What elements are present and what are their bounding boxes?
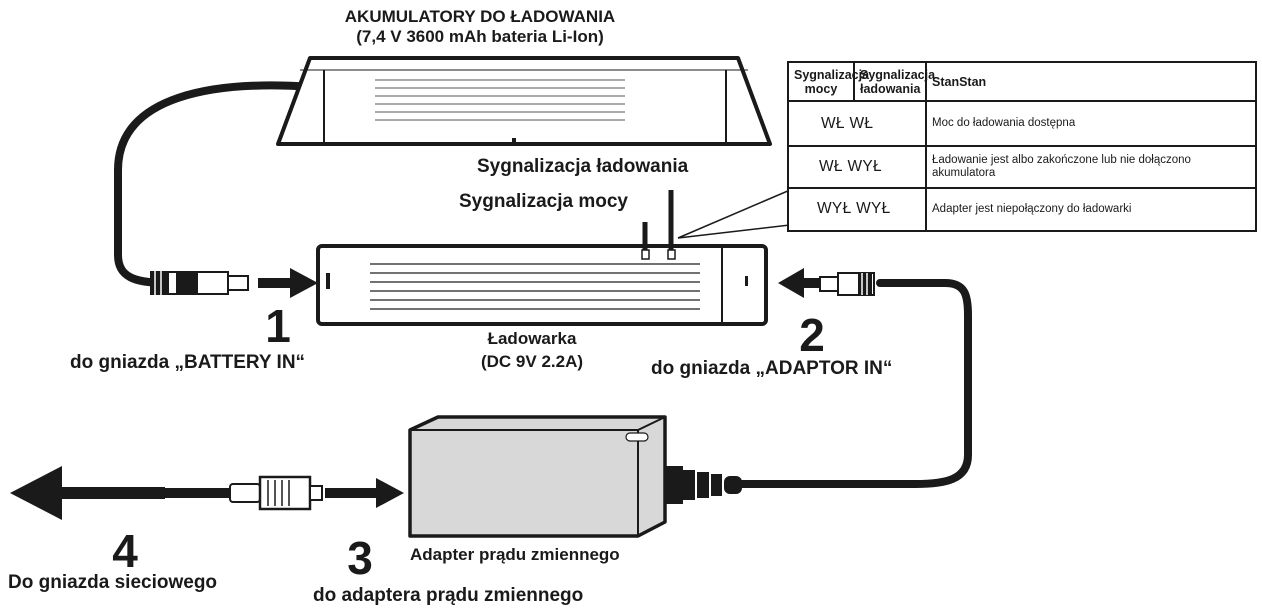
step-1-number: 1 (265, 300, 291, 352)
arrow-battery-in (258, 268, 318, 298)
status-table: Sygnalizacja mocy Sygnalizacja ładowania… (787, 60, 1257, 233)
status-row-indicators: WYŁ WYŁ (787, 186, 927, 233)
battery-title: AKUMULATORY DO ŁADOWANIA (7,4 V 3600 mAh… (305, 7, 655, 47)
status-row: WŁ WYŁ Ładowanie jest albo zakończone lu… (787, 145, 1257, 189)
header-power-indicator: Sygnalizacja mocy (787, 60, 869, 103)
battery-title-line1: AKUMULATORY DO ŁADOWANIA (344, 7, 616, 26)
arrow-adaptor-in (778, 268, 820, 298)
status-row: WŁ WŁ Moc do ładowania dostępna (787, 100, 1257, 148)
table-callout (677, 188, 791, 239)
arrow-to-adapter (325, 478, 404, 508)
status-table-header-row: Sygnalizacja mocy Sygnalizacja ładowania… (787, 60, 1257, 103)
battery-pack (276, 56, 772, 146)
step-2-text: do gniazda „ADAPTOR IN“ (651, 358, 893, 379)
header-status: StanStan (925, 60, 1257, 103)
header-charging-indicator: Sygnalizacja ładowania (853, 60, 935, 103)
battery-plug (150, 271, 249, 295)
adaptor-cable (738, 279, 972, 488)
ac-adapter-brick (408, 415, 742, 538)
charger-name: Ładowarka (487, 329, 577, 348)
charger-label: Ładowarka (DC 9V 2.2A) (432, 329, 632, 372)
mains-cord (165, 475, 323, 511)
status-row-indicators: WŁ WYŁ (787, 145, 927, 189)
step-3-text: do adaptera prądu zmiennego (313, 585, 584, 606)
step-3-number: 3 (347, 532, 373, 584)
status-row-description: Adapter jest niepołączony do ładowarki (925, 186, 1257, 233)
status-row-description: Ładowanie jest albo zakończone lub nie d… (925, 145, 1257, 189)
arrow-to-wall (10, 466, 165, 520)
adapter-label: Adapter prądu zmiennego (410, 545, 620, 564)
status-row-indicators: WŁ WŁ (787, 100, 927, 148)
step-4-text: Do gniazda sieciowego (8, 572, 218, 593)
adaptor-plug (819, 272, 875, 296)
charger-body (316, 244, 768, 326)
battery-cable (114, 81, 316, 287)
step-2-number: 2 (799, 309, 825, 361)
battery-title-line2: (7,4 V 3600 mAh bateria Li-Ion) (356, 27, 604, 46)
status-row: WYŁ WYŁ Adapter jest niepołączony do ład… (787, 186, 1257, 233)
power-indicator-label: Sygnalizacja mocy (459, 191, 628, 212)
status-row-description: Moc do ładowania dostępna (925, 100, 1257, 148)
charging-indicator-label: Sygnalizacja ładowania (477, 156, 689, 177)
charger-spec: (DC 9V 2.2A) (480, 352, 584, 371)
step-4-number: 4 (112, 525, 138, 577)
step-1-text: do gniazda „BATTERY IN“ (70, 352, 306, 373)
